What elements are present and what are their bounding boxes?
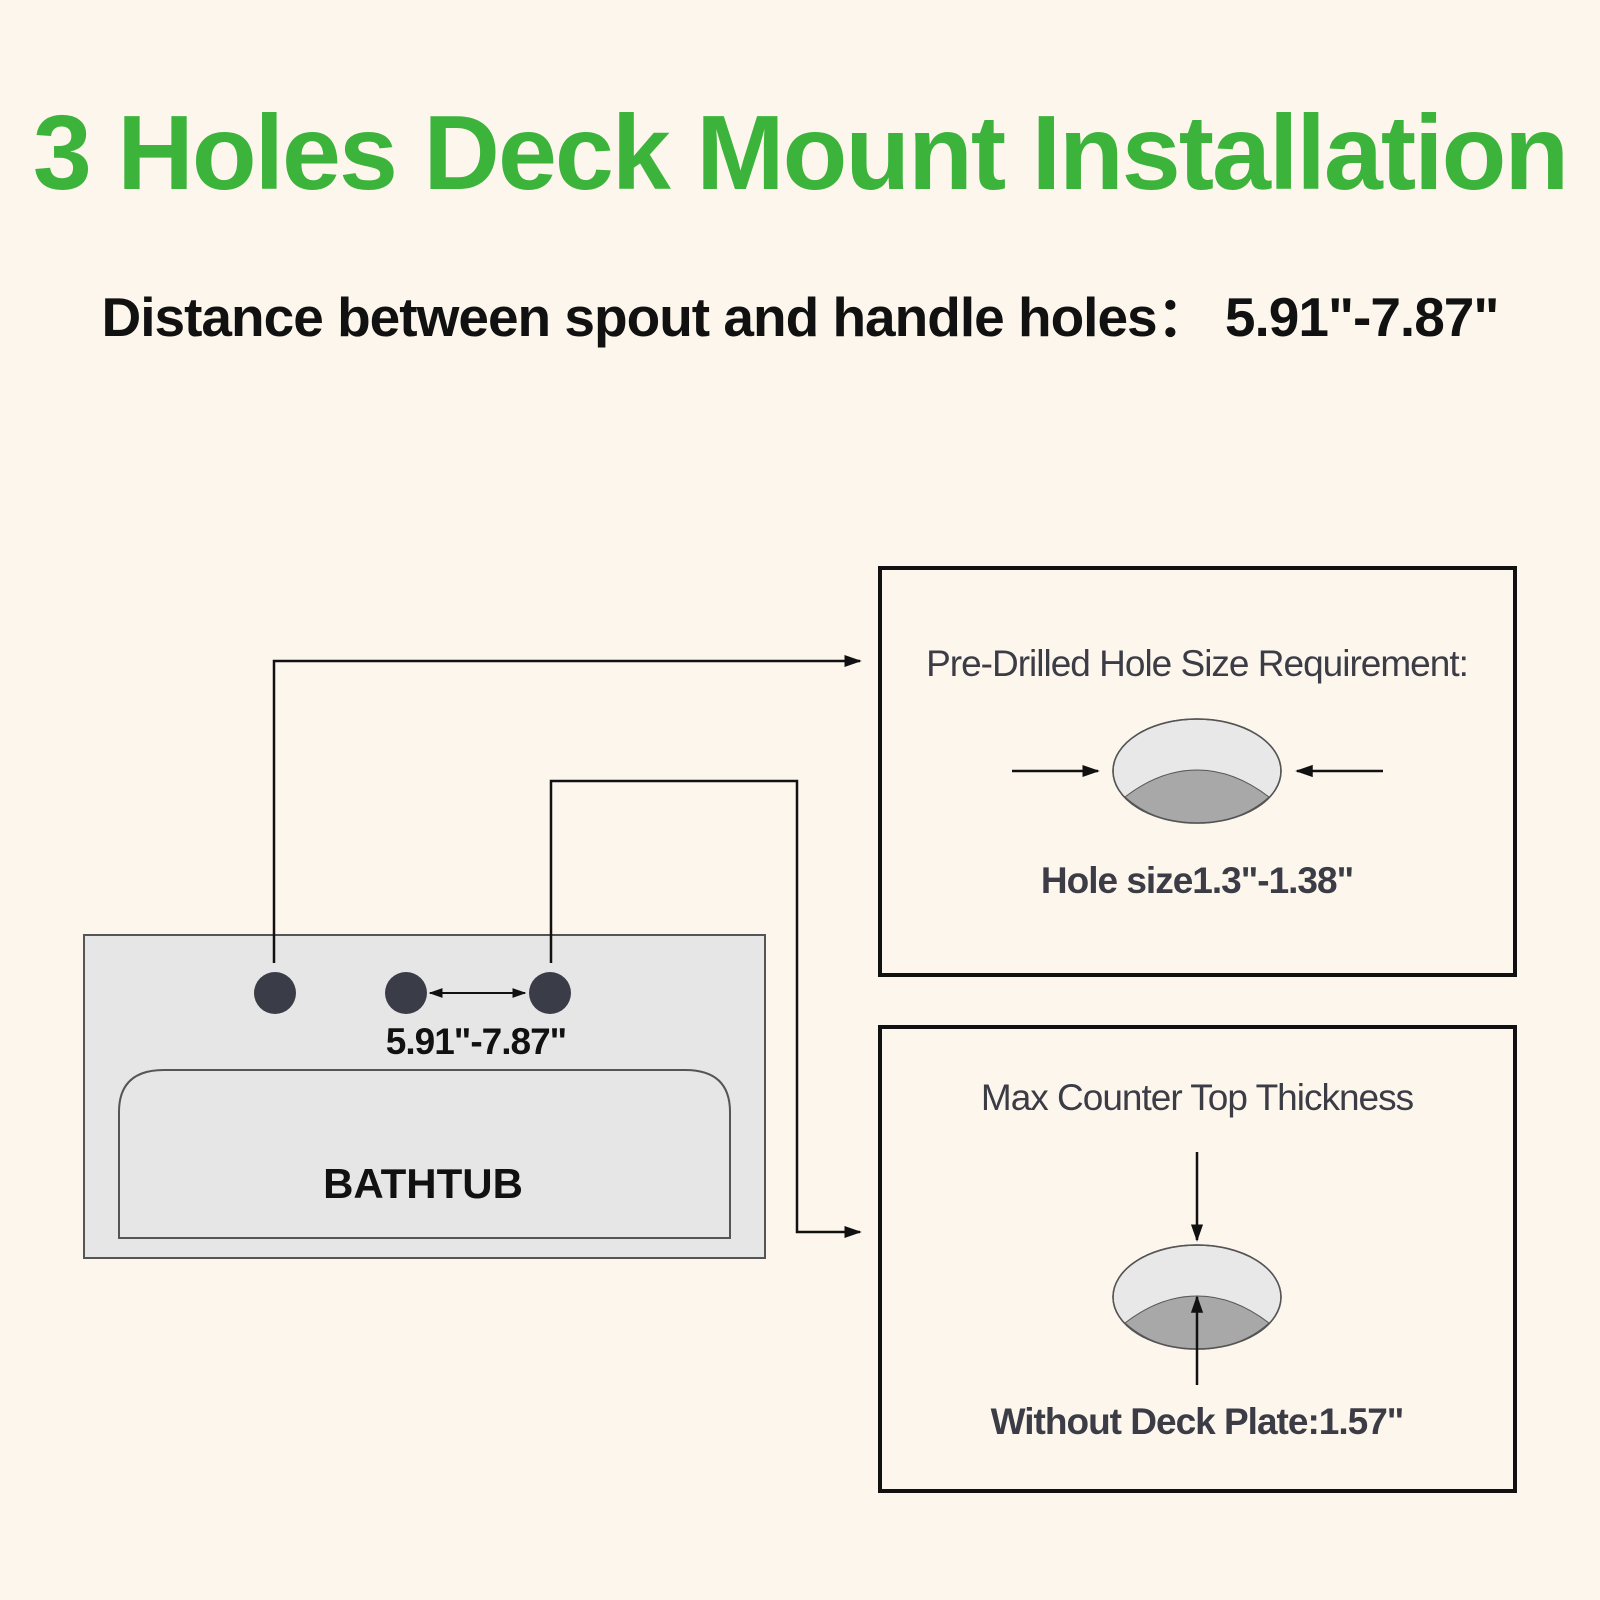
hole-size-label: Hole size1.3"-1.38" xyxy=(1041,860,1353,901)
connector-to-hole-box xyxy=(272,654,862,963)
page-title: 3 Holes Deck Mount Installation xyxy=(32,94,1569,212)
thickness-heading: Max Counter Top Thickness xyxy=(981,1077,1414,1118)
connector-to-thickness-box xyxy=(549,779,862,1239)
page-subtitle: Distance between spout and handle holes：… xyxy=(101,286,1500,348)
bathtub-basin xyxy=(118,1069,731,1239)
thickness-box xyxy=(878,1025,1517,1493)
hole-illustration xyxy=(1112,718,1282,824)
hole-size-heading: Pre-Drilled Hole Size Requirement: xyxy=(926,643,1468,684)
handle-hole-right xyxy=(529,972,571,1014)
spacing-label: 5.91"-7.87" xyxy=(386,1021,566,1062)
bathtub-label: BATHTUB xyxy=(323,1160,523,1207)
thickness-value-label: Without Deck Plate:1.57" xyxy=(991,1401,1404,1442)
handle-hole-left xyxy=(385,972,427,1014)
spout-hole xyxy=(254,972,296,1014)
hole-size-box xyxy=(878,566,1517,977)
